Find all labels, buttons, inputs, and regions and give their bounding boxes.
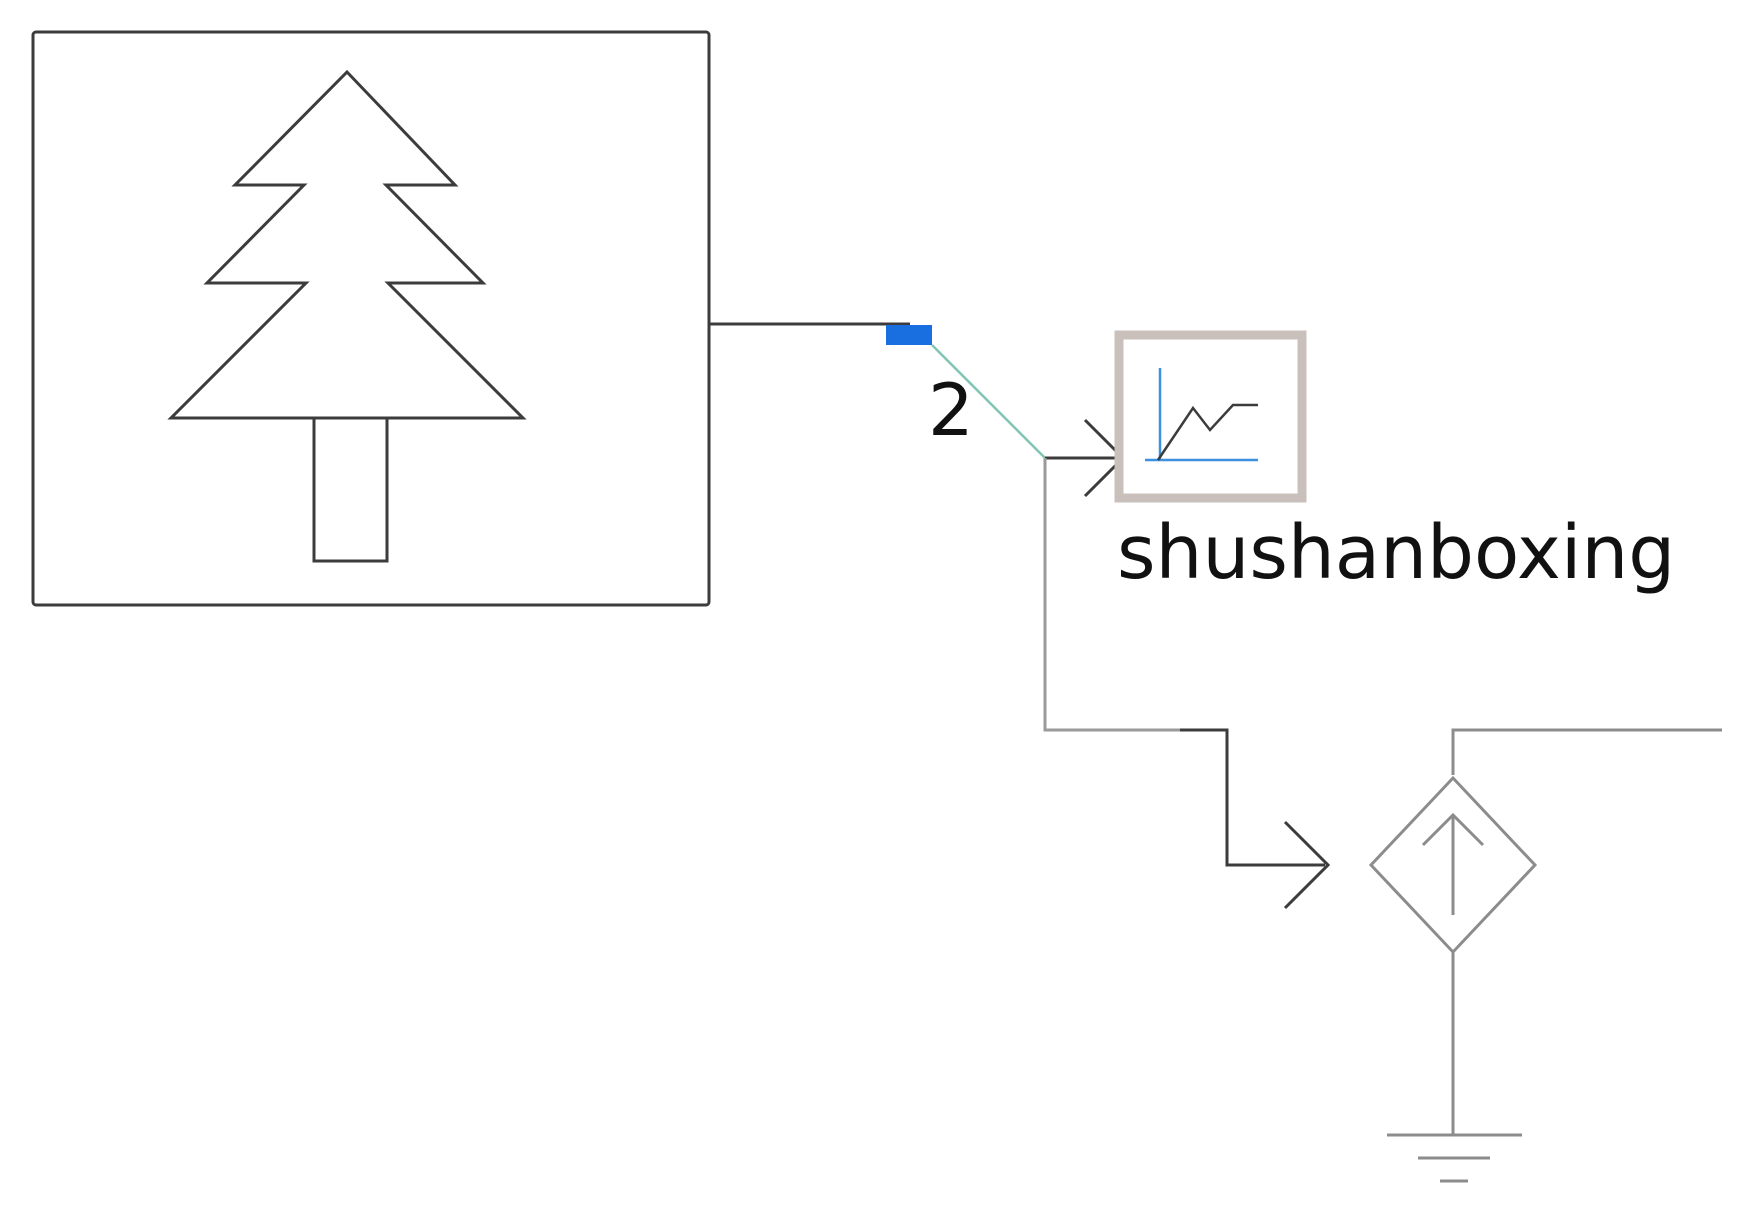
- controlled-source-input-arrow: [1283, 820, 1331, 910]
- scope-icon: [1145, 368, 1258, 462]
- wire-selected-segment[interactable]: [931, 344, 1046, 459]
- tree-block-frame[interactable]: [31, 30, 711, 607]
- wire-branch-down[interactable]: [1043, 458, 1180, 732]
- tree-icon: [167, 69, 527, 563]
- source-top-lead[interactable]: [1451, 728, 1722, 775]
- controlled-current-source[interactable]: [1368, 728, 1722, 1135]
- wire-selection-handle[interactable]: [886, 325, 932, 345]
- wire-label: 2: [928, 368, 974, 452]
- scope-frame[interactable]: [1114, 330, 1307, 503]
- scope-label: shushanboxing: [1117, 510, 1675, 596]
- wire-to-controlled-source[interactable]: [1180, 728, 1325, 867]
- arrow-up-icon: [1421, 812, 1485, 915]
- ground-icon: [1387, 1133, 1522, 1183]
- scope-block[interactable]: [1114, 330, 1307, 503]
- tree-source-block[interactable]: [31, 30, 711, 607]
